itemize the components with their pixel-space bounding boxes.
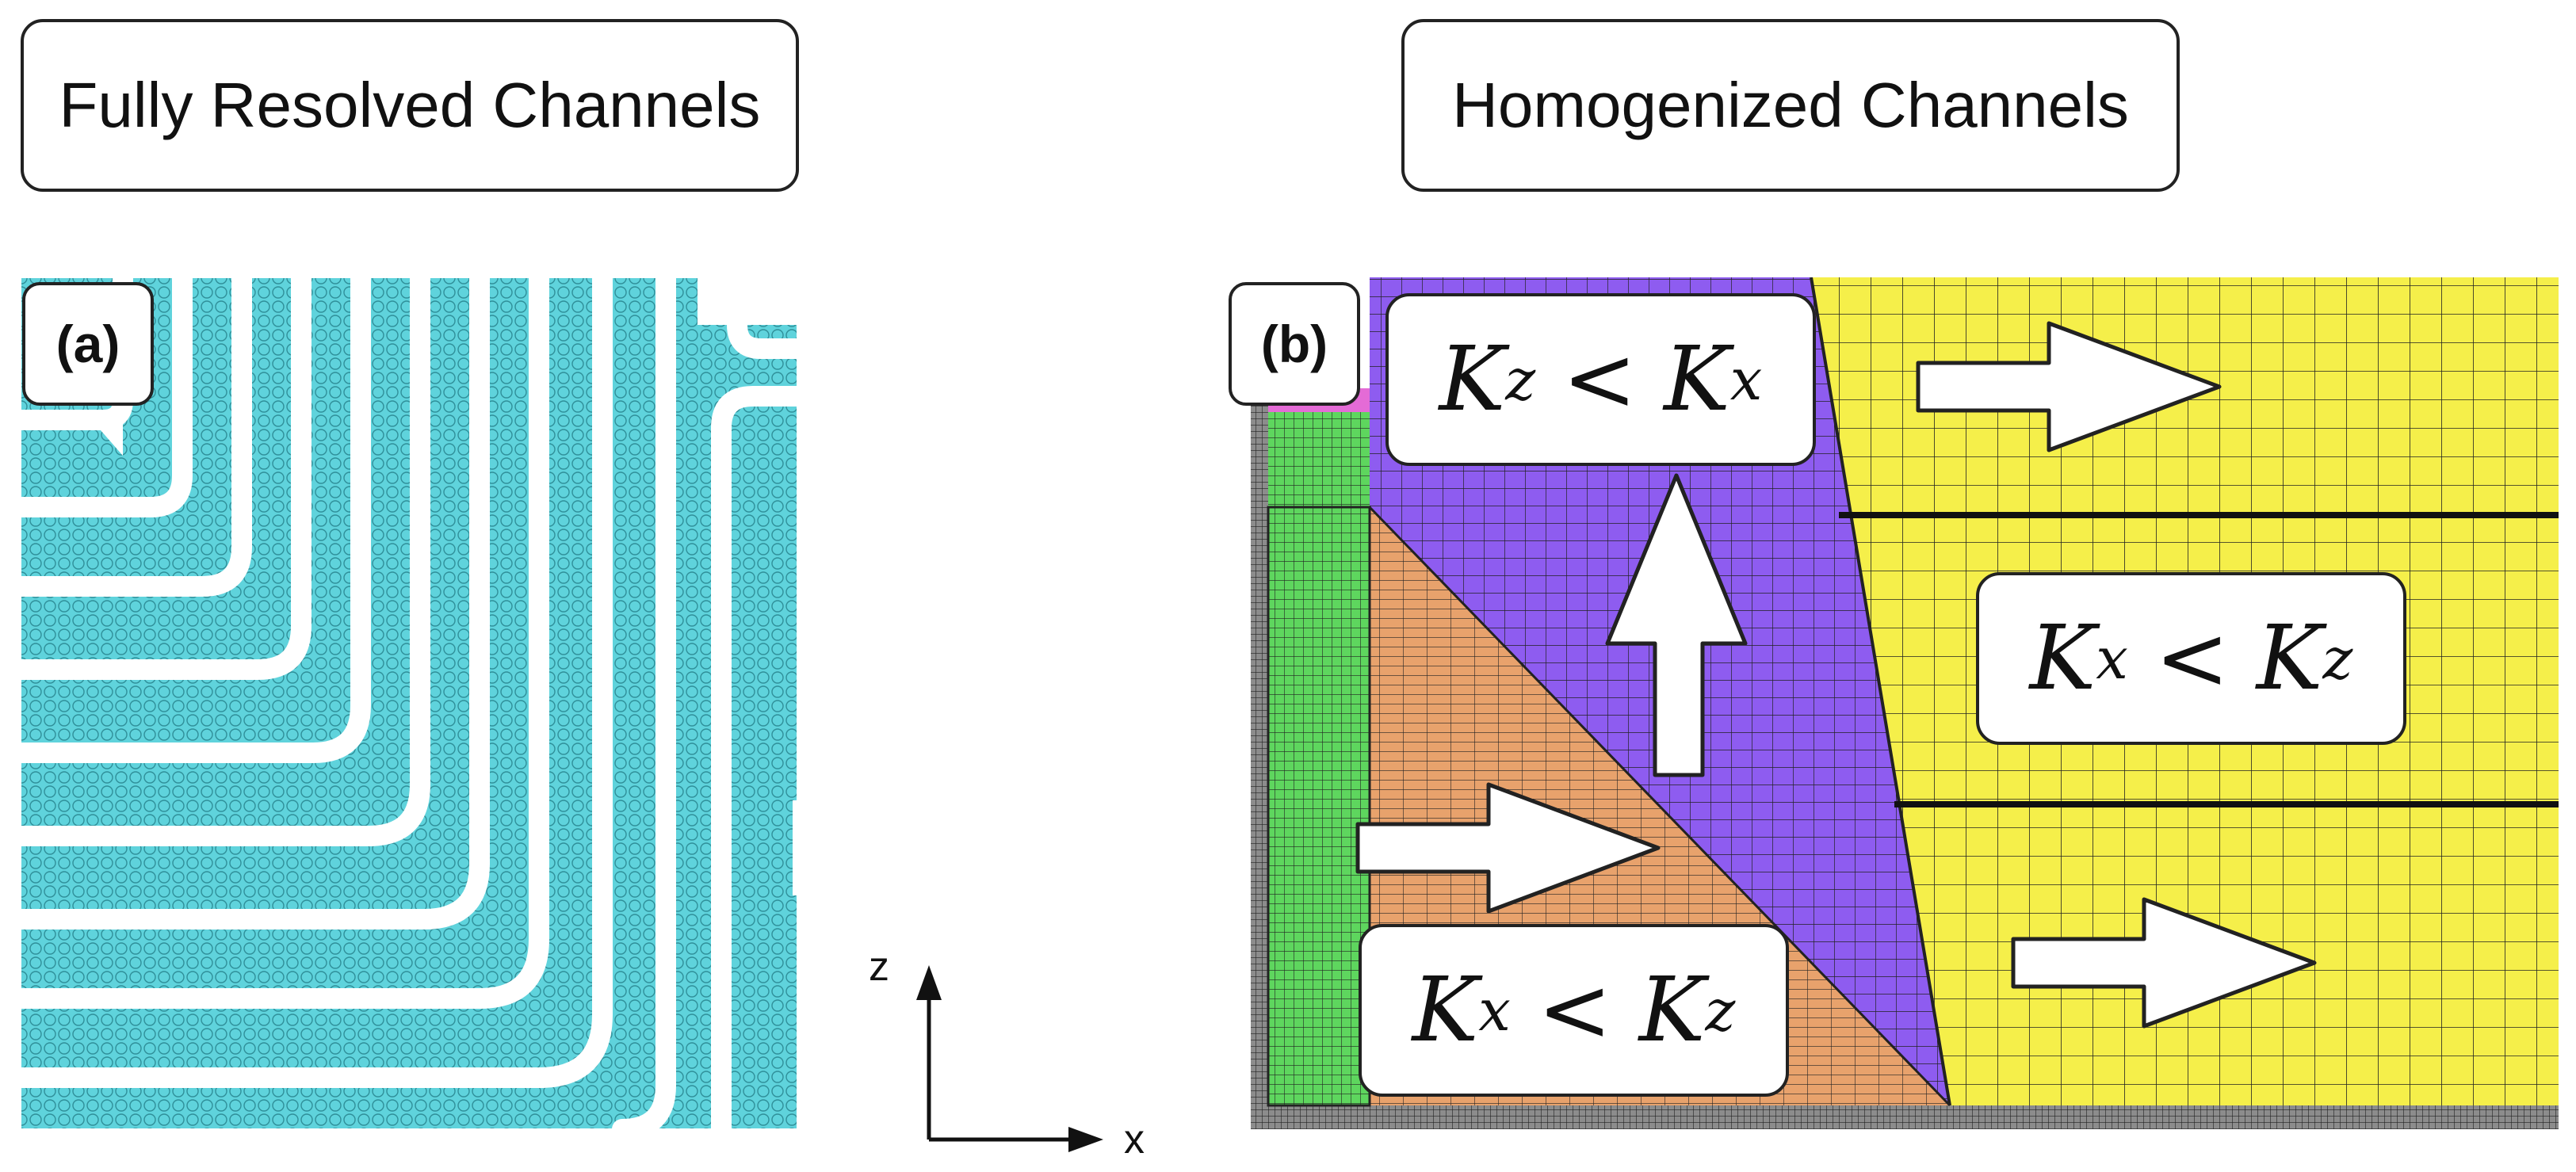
k-subscript: x <box>1729 346 1763 413</box>
k-symbol: K <box>1412 959 1479 1062</box>
less-than-operator: < <box>1537 959 1612 1062</box>
panel-label-a: (a) <box>22 282 154 406</box>
title-fully-resolved: Fully Resolved Channels <box>21 19 799 192</box>
less-than-operator: < <box>2154 607 2230 710</box>
title-homogenized: Homogenized Channels <box>1401 19 2180 192</box>
k-symbol: K <box>1439 328 1506 431</box>
k-symbol: K <box>1638 959 1706 1062</box>
axis-label-z: z <box>869 944 889 990</box>
arrow-up-icon <box>1605 473 1748 777</box>
k-subscript: x <box>1478 977 1511 1044</box>
less-than-operator: < <box>1562 328 1638 431</box>
k-symbol: K <box>2256 607 2323 710</box>
k-symbol: K <box>2029 607 2096 710</box>
arrow-right-bottom-left-icon <box>1355 782 1661 914</box>
k-subscript: x <box>2096 625 2128 692</box>
arrow-right-bottom-right-icon <box>2011 897 2317 1029</box>
k-subscript: z <box>1705 977 1736 1044</box>
k-symbol: K <box>1664 328 1730 431</box>
axis-label-x: x <box>1124 1117 1145 1162</box>
axes-indicator <box>916 965 1103 1152</box>
arrow-right-top-icon <box>1916 321 2222 452</box>
panel-a-mesh <box>21 277 797 1129</box>
k-subscript: z <box>2322 625 2353 692</box>
panel-label-b: (b) <box>1229 282 1360 406</box>
k-subscript: z <box>1505 346 1536 413</box>
